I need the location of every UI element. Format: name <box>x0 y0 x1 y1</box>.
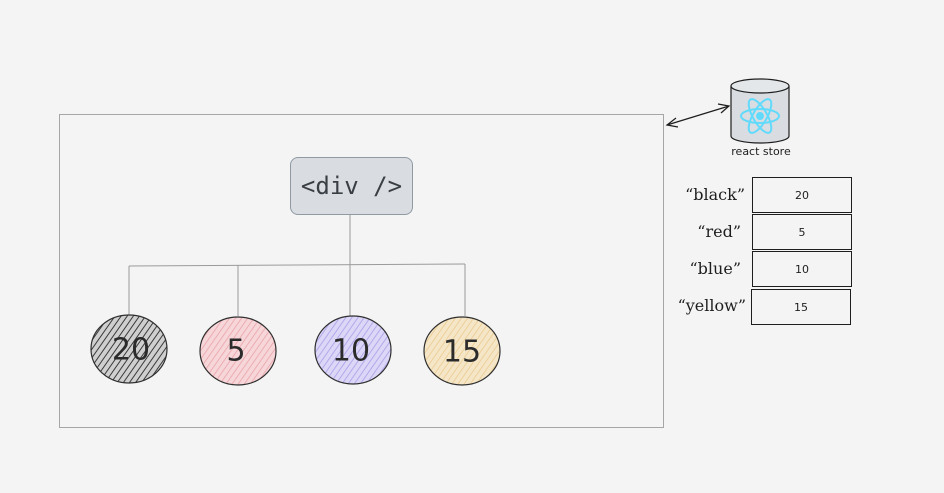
store-key: “blue” <box>689 259 742 278</box>
child-node-label: 15 <box>443 335 481 370</box>
child-node-yellow: 15 <box>423 316 501 386</box>
child-node-black: 20 <box>90 314 168 384</box>
store-value-cell: 10 <box>752 251 852 287</box>
div-root-node: <div /> <box>290 157 413 215</box>
store-key: “yellow” <box>677 296 746 315</box>
child-node-label: 10 <box>332 334 370 369</box>
store-label: react store <box>731 145 791 158</box>
store-value-cell: 15 <box>751 289 851 325</box>
store-key: “black” <box>685 185 745 204</box>
child-node-blue: 10 <box>314 315 392 385</box>
store-value-cell: 5 <box>752 214 852 250</box>
connector-horizontal <box>128 263 466 267</box>
child-node-label: 5 <box>226 334 245 369</box>
store-key: “red” <box>697 222 741 241</box>
child-node-red: 5 <box>199 316 277 386</box>
sync-arrow <box>665 103 731 128</box>
store-cylinder-icon <box>730 78 790 144</box>
component-frame <box>59 114 664 428</box>
react-logo-icon <box>740 98 780 134</box>
child-node-label: 20 <box>112 333 150 368</box>
store-value-cell: 20 <box>752 177 852 213</box>
